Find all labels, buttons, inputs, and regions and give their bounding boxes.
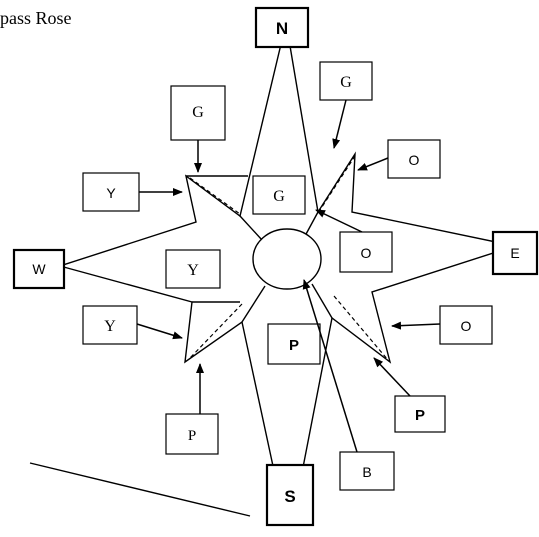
y-left-lower-label: Y	[104, 318, 116, 335]
title-text: pass Rose	[0, 8, 72, 28]
g-center-box	[252, 175, 306, 215]
p-bottom-right-box	[394, 395, 446, 433]
arrow-g-top-right	[332, 99, 347, 149]
arrow-o-upper-right	[357, 157, 389, 171]
y-left-lower-box	[82, 305, 138, 345]
west-box	[12, 248, 66, 290]
east-box	[491, 230, 539, 276]
y-left-upper-box	[82, 172, 140, 212]
box-labels: G G G Y Y Y O O O P P P B	[104, 74, 471, 480]
dashed-lines	[189, 155, 389, 361]
arrow-p-bottom-right	[373, 357, 411, 397]
arrow-y-left-lower	[136, 323, 183, 340]
p-bottom-left-label: P	[188, 428, 196, 444]
b-bottom-box	[339, 451, 395, 491]
o-lower-right-label: O	[461, 318, 472, 334]
star-inner-line	[241, 285, 266, 323]
y-center-box	[165, 249, 221, 289]
y-center-label: Y	[187, 262, 199, 279]
arrow-b-bottom	[302, 279, 358, 453]
o-upper-right-label: O	[409, 152, 420, 168]
b-bottom-label: B	[362, 464, 371, 480]
north-label: N	[276, 19, 288, 38]
cardinal-boxes	[12, 6, 539, 527]
p-bottom-right-label: P	[415, 407, 425, 424]
o-center-right-box	[339, 231, 393, 273]
arrows	[136, 99, 441, 453]
arrow-o-center-right	[315, 209, 363, 233]
g-top-left-label: G	[192, 104, 204, 121]
south-label: S	[284, 487, 295, 506]
south-box	[265, 463, 315, 527]
g-center-label: G	[273, 188, 285, 205]
dashed-line	[333, 295, 389, 361]
star-inner-line	[239, 215, 263, 241]
o-lower-right-box	[439, 305, 493, 345]
bottom-line	[29, 462, 251, 517]
p-center-label: P	[289, 337, 299, 354]
west-label: W	[32, 261, 46, 277]
center-oval	[252, 228, 322, 290]
north-box	[254, 6, 310, 49]
y-left-upper-label: Y	[106, 185, 116, 201]
east-label: E	[510, 245, 519, 261]
star-inner-line	[311, 283, 333, 319]
label-boxes	[82, 61, 493, 491]
g-top-right-box	[319, 61, 373, 101]
star-inner-line	[304, 211, 319, 237]
g-top-right-label: G	[340, 74, 352, 91]
o-center-right-label: O	[361, 245, 372, 261]
dashed-line	[319, 155, 356, 211]
o-upper-right-box	[387, 139, 441, 179]
arrow-o-lower-right	[391, 321, 441, 330]
dashed-line	[189, 177, 241, 215]
p-center-box	[267, 323, 321, 365]
dashed-line	[189, 303, 243, 359]
p-bottom-left-box	[165, 413, 219, 455]
